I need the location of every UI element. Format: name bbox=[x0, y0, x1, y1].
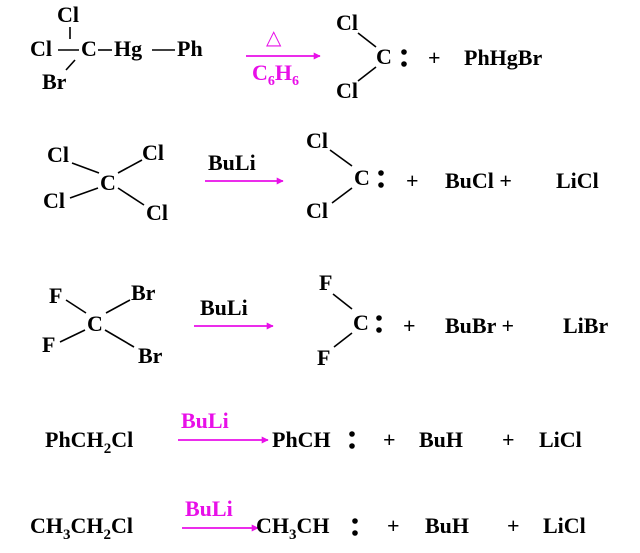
lone-pair-dot bbox=[376, 315, 382, 321]
reactant-chlorine-top: Cl bbox=[57, 2, 79, 27]
bond bbox=[105, 299, 131, 314]
reactant-chlorine-4: Cl bbox=[146, 200, 168, 225]
carbene-chlorine-bottom: Cl bbox=[306, 198, 328, 223]
by-product-phhgbr: PhHgBr bbox=[464, 45, 542, 70]
carbene-chlorine-bottom: Cl bbox=[336, 78, 358, 103]
lone-pair-dot bbox=[378, 182, 384, 188]
bond bbox=[329, 149, 353, 167]
carbene-carbon: C bbox=[354, 165, 370, 190]
reactant-ethyl-chloride: CH3CH2Cl bbox=[30, 513, 133, 543]
reaction-1: Cl Cl C Hg Ph Br △ C6H6 Cl C Cl + PhHgBr bbox=[30, 2, 542, 103]
by-product-libr: LiBr bbox=[563, 313, 608, 338]
lone-pair-dot bbox=[401, 49, 407, 55]
reactant-bromine-2: Br bbox=[138, 343, 163, 368]
by-product-licl: LiCl bbox=[539, 427, 582, 452]
bond bbox=[117, 187, 145, 206]
reaction-3: F Br C F Br BuLi F C F + BuBr + LiBr bbox=[42, 270, 608, 370]
plus-sign: + bbox=[406, 168, 419, 193]
bond bbox=[65, 299, 87, 314]
carbene-chlorine-top: Cl bbox=[336, 10, 358, 35]
bond bbox=[357, 66, 377, 82]
reactant-phenyl: Ph bbox=[177, 36, 203, 61]
reactant-carbon: C bbox=[87, 311, 103, 336]
bond bbox=[65, 59, 76, 71]
lone-pair-dot bbox=[401, 61, 407, 67]
reagent-butyllithium: BuLi bbox=[208, 150, 256, 175]
plus-sign-1: + bbox=[383, 427, 396, 452]
reactant-chlorine-1: Cl bbox=[47, 142, 69, 167]
lone-pair-dot bbox=[352, 530, 358, 536]
by-product-bucl: BuCl + bbox=[445, 168, 512, 193]
bond bbox=[332, 293, 353, 310]
solvent-benzene: C6H6 bbox=[252, 60, 299, 89]
reactant-bromine: Br bbox=[42, 69, 67, 94]
reagent-butyllithium: BuLi bbox=[181, 408, 229, 433]
lone-pair-dot bbox=[349, 431, 355, 437]
reagent-butyllithium: BuLi bbox=[185, 496, 233, 521]
reactant-chlorine-left: Cl bbox=[30, 36, 52, 61]
carbene-fluorine-bottom: F bbox=[317, 345, 330, 370]
bond bbox=[104, 329, 135, 348]
carbene-fluorine-top: F bbox=[319, 270, 332, 295]
plus-sign-2: + bbox=[507, 513, 520, 538]
reactant-fluorine-1: F bbox=[49, 283, 62, 308]
reagent-butyllithium: BuLi bbox=[200, 295, 248, 320]
by-product-buh: BuH bbox=[425, 513, 469, 538]
bond bbox=[69, 187, 99, 199]
by-product-licl: LiCl bbox=[543, 513, 586, 538]
carbene-carbon: C bbox=[376, 44, 392, 69]
carbene-product-ch3ch: CH3CH bbox=[256, 513, 330, 543]
heat-symbol: △ bbox=[266, 25, 282, 49]
lone-pair-dot bbox=[376, 327, 382, 333]
reaction-2: Cl Cl C Cl Cl BuLi Cl C Cl + BuCl + LiCl bbox=[43, 128, 599, 225]
reactant-chlorine-3: Cl bbox=[43, 188, 65, 213]
plus-sign: + bbox=[403, 313, 416, 338]
reactant-mercury: Hg bbox=[114, 36, 142, 61]
bond bbox=[357, 32, 377, 48]
lone-pair-dot bbox=[352, 518, 358, 524]
reaction-4: PhCH2Cl BuLi PhCH + BuH + LiCl bbox=[45, 408, 582, 457]
reaction-5: CH3CH2Cl BuLi CH3CH + BuH + LiCl bbox=[30, 496, 586, 543]
reactant-chlorine-2: Cl bbox=[142, 140, 164, 165]
lone-pair-dot bbox=[349, 443, 355, 449]
bond bbox=[59, 329, 86, 343]
reactant-carbon: C bbox=[81, 36, 97, 61]
reactant-fluorine-2: F bbox=[42, 332, 55, 357]
plus-sign-1: + bbox=[387, 513, 400, 538]
bond bbox=[71, 162, 100, 174]
plus-sign-2: + bbox=[502, 427, 515, 452]
reactant-carbon: C bbox=[100, 170, 116, 195]
carbene-carbon: C bbox=[353, 310, 369, 335]
carbene-product-phch: PhCH bbox=[272, 427, 331, 452]
by-product-buh: BuH bbox=[419, 427, 463, 452]
reactant-bromine-1: Br bbox=[131, 280, 156, 305]
carbene-chlorine-top: Cl bbox=[306, 128, 328, 153]
reactant-benzyl-chloride: PhCH2Cl bbox=[45, 427, 133, 457]
bond bbox=[331, 187, 353, 204]
bond bbox=[333, 332, 353, 348]
by-product-bubr: BuBr + bbox=[445, 313, 514, 338]
bond bbox=[117, 159, 143, 174]
plus-sign: + bbox=[428, 45, 441, 70]
by-product-licl: LiCl bbox=[556, 168, 599, 193]
lone-pair-dot bbox=[378, 170, 384, 176]
